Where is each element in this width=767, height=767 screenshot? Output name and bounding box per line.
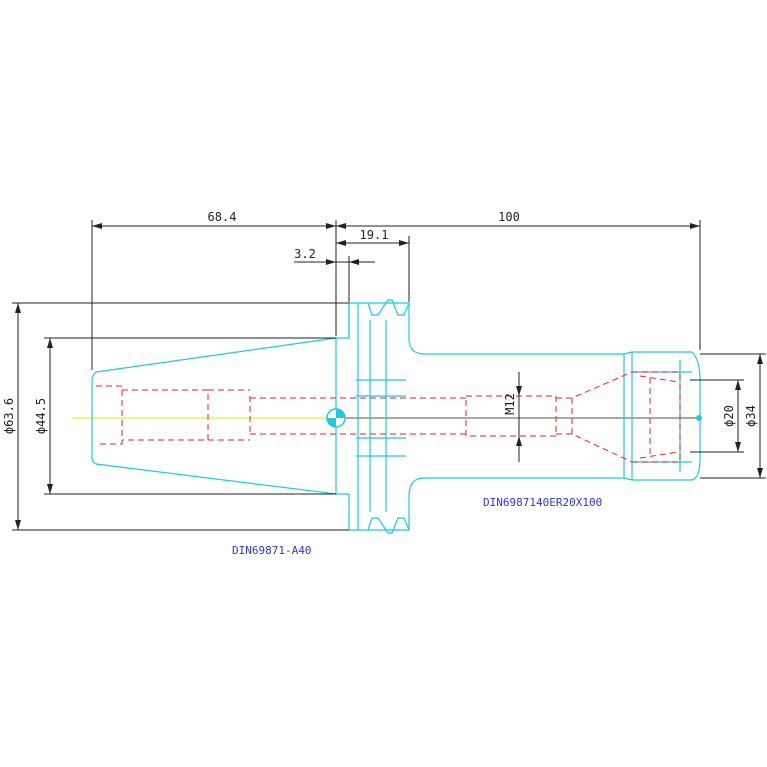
dim-44-5-text: ϕ44.5 [34, 398, 48, 434]
collet-seat [632, 371, 681, 463]
flange-outline [336, 302, 625, 531]
dim-34-text: ϕ34 [744, 405, 758, 427]
arrow-20-bottom [735, 442, 741, 452]
flange-groove-bottom [367, 517, 410, 534]
collet-seat-inner [639, 375, 679, 459]
flange-groove-top [348, 299, 410, 530]
arrow-44-5-bottom [47, 484, 53, 494]
arrow-68-4-left [92, 223, 102, 229]
dim-m12-text: M12 [503, 393, 517, 415]
dim-68-4-text: 68.4 [208, 210, 237, 224]
arrow-19-1-left [336, 240, 346, 246]
arrow-100-left [336, 223, 346, 229]
dimension-lines [12, 220, 766, 531]
holder-outline [91, 299, 701, 534]
hidden-lines [96, 371, 681, 463]
origin-marker [326, 408, 702, 428]
taper-standard-label: DIN69871-A40 [232, 544, 311, 557]
taper-bore [96, 385, 123, 445]
arrow-3-2-left [326, 259, 336, 265]
arrow-3-2-right [349, 259, 359, 265]
arrow-m12-top [516, 386, 522, 396]
thread-bore [465, 395, 557, 437]
dim-100-text: 100 [498, 210, 520, 224]
collet-nut [623, 351, 701, 481]
origin-fill-2 [327, 418, 336, 427]
arrow-19-1-right [399, 240, 409, 246]
arrow-44-5-top [47, 338, 53, 348]
dim-20-text: ϕ20 [722, 405, 736, 427]
arrowheads [15, 223, 763, 530]
origin-fill-1 [336, 409, 345, 418]
arrow-100-right [690, 223, 700, 229]
arrow-20-top [735, 380, 741, 390]
taper-body [91, 337, 337, 495]
cone-bore [556, 371, 633, 463]
dim-63-6-text: ϕ63.6 [2, 398, 16, 434]
arrow-63-6-bottom [15, 520, 21, 530]
end-point [696, 415, 702, 421]
dimension-texts: 68.4 100 19.1 3.2 ϕ63.6 ϕ44.5 M12 ϕ20 ϕ3… [2, 210, 758, 434]
arrow-34-bottom [757, 468, 763, 478]
holder-code-label: DIN6987140ER20X100 [483, 496, 602, 509]
dim-3-2-text: 3.2 [294, 247, 316, 261]
taper-bore-inner [122, 389, 209, 441]
part-labels: DIN69871-A40 DIN6987140ER20X100 [232, 496, 602, 557]
center-bore [249, 396, 466, 436]
dim-19-1-text: 19.1 [360, 228, 389, 242]
arrow-m12-bottom [516, 436, 522, 446]
arrow-34-top [757, 354, 763, 364]
arrow-63-6-top [15, 303, 21, 313]
arrow-68-4-right [326, 223, 336, 229]
